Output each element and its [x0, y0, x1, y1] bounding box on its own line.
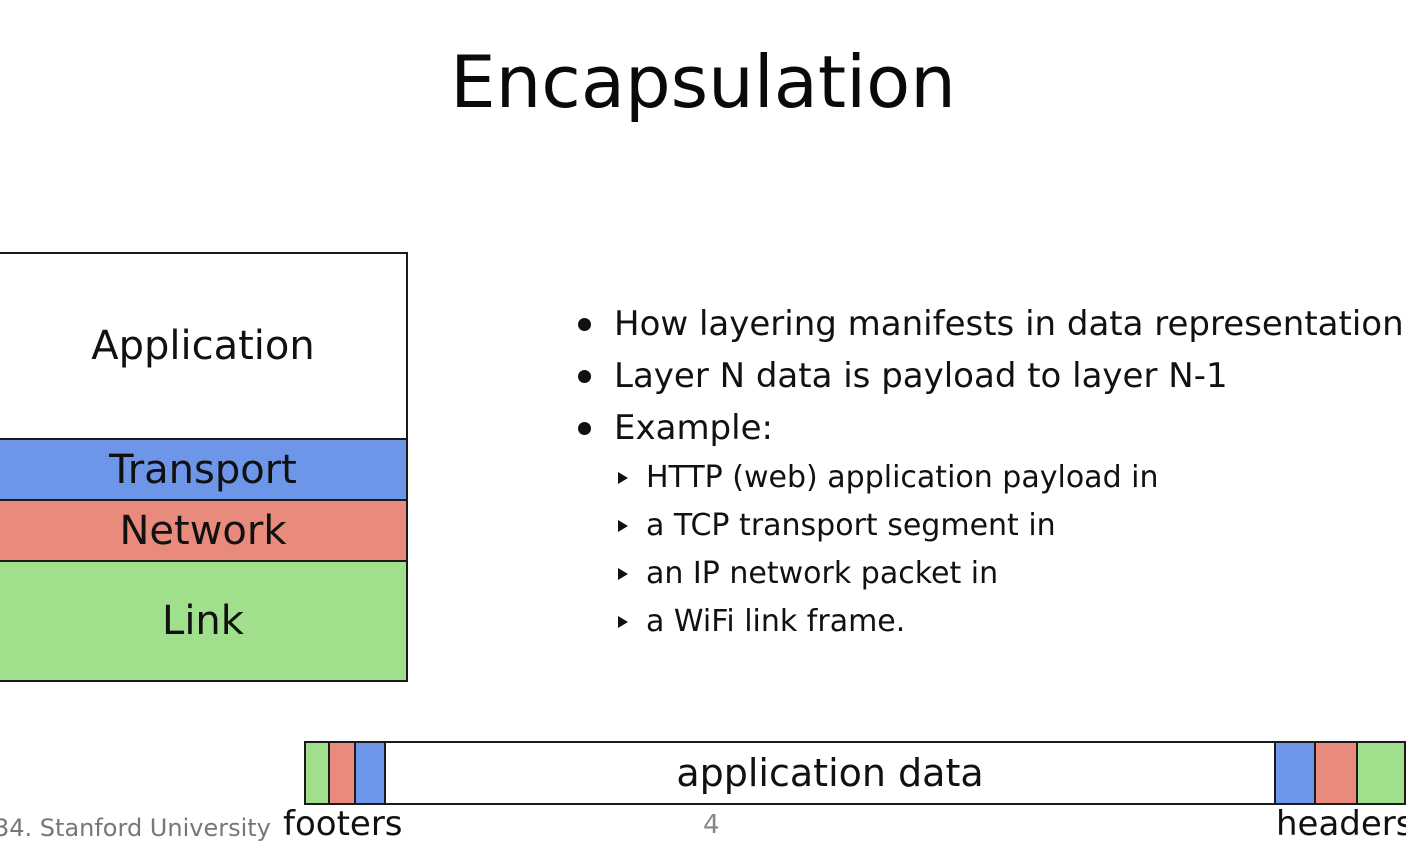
footers-label: footers: [283, 804, 403, 842]
headers-label: headers: [1276, 804, 1406, 842]
footer-segment-link: [306, 743, 330, 803]
bullet-item: Layer N data is payload to layer N-1: [576, 350, 1376, 402]
triangle-bullet-icon: [618, 520, 628, 532]
layer-application: Application: [0, 254, 406, 438]
bullet-text: Example:: [614, 408, 773, 448]
triangle-bullet-icon: [618, 568, 628, 580]
triangle-bullet-icon: [618, 616, 628, 628]
layer-transport: Transport: [0, 438, 406, 499]
page-number: 4: [703, 810, 720, 840]
triangle-bullet-icon: [618, 472, 628, 484]
sub-bullet-group: HTTP (web) application payload in a TCP …: [576, 454, 1376, 646]
bullet-text: Layer N data is payload to layer N-1: [614, 356, 1228, 396]
sub-bullet-item: a WiFi link frame.: [616, 598, 1376, 646]
footer-segment-transport: [356, 743, 386, 803]
sub-bullet-list: HTTP (web) application payload in a TCP …: [576, 454, 1376, 646]
footer-segment-network: [330, 743, 356, 803]
bullet-list: How layering manifests in data represent…: [576, 298, 1404, 646]
layer-network: Network: [0, 499, 406, 560]
sub-bullet-item: HTTP (web) application payload in: [616, 454, 1376, 502]
bullet-dot-icon: [578, 422, 591, 435]
layer-link: Link: [0, 560, 406, 680]
bullet-item: Example:: [576, 402, 1376, 454]
sub-bullet-text: a TCP transport segment in: [646, 508, 1056, 543]
header-segment-transport: [1276, 743, 1316, 803]
sub-bullet-text: HTTP (web) application payload in: [646, 460, 1159, 495]
application-data-segment: application data: [386, 743, 1276, 803]
layer-stack: Application Transport Network Link: [0, 252, 408, 682]
slide-title: Encapsulation: [450, 40, 956, 124]
sub-bullet-text: a WiFi link frame.: [646, 604, 906, 639]
footer-credit: 34. Stanford University: [0, 814, 271, 842]
packet-bar: application data: [304, 741, 1406, 805]
bullet-item: How layering manifests in data represent…: [576, 298, 1404, 350]
bullet-dot-icon: [578, 318, 591, 331]
bullet-text: How layering manifests in data represent…: [614, 304, 1404, 344]
bullet-dot-icon: [578, 370, 591, 383]
sub-bullet-item: a TCP transport segment in: [616, 502, 1376, 550]
sub-bullet-text: an IP network packet in: [646, 556, 999, 591]
header-segment-network: [1316, 743, 1358, 803]
sub-bullet-item: an IP network packet in: [616, 550, 1376, 598]
header-segment-link: [1358, 743, 1404, 803]
